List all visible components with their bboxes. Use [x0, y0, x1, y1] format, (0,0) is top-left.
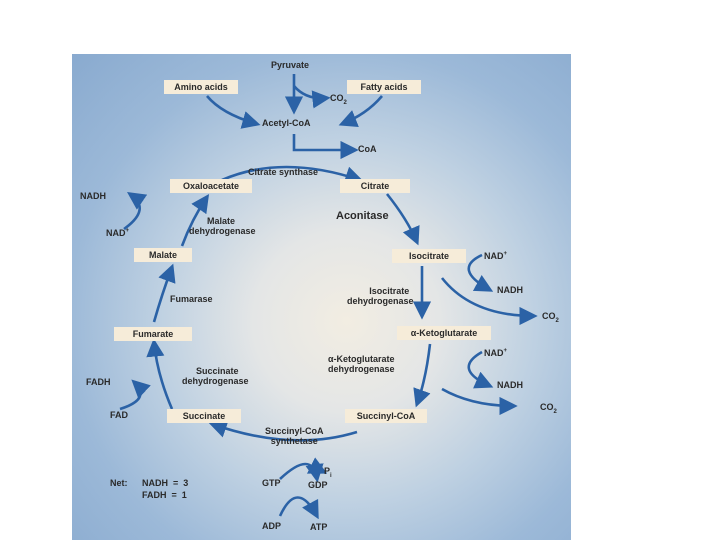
arrow-oxalo-citrate: [221, 165, 364, 185]
nad-plus-label-1: NAD+: [484, 251, 508, 261]
atp-label: ATP: [310, 522, 328, 532]
akg-dehydrogenase-label: α-Ketoglutarate dehydrogenase: [328, 354, 395, 374]
aconitase-label: Aconitase: [336, 210, 389, 222]
succinyl-coa-synthetase-label: Succinyl-CoA synthetase: [265, 426, 324, 446]
malate-dehydrogenase-label: Malate dehydrogenase: [189, 216, 256, 236]
gdp-label: GDP: [308, 480, 328, 490]
arrow-amino-acetyl: [206, 95, 261, 129]
succinyl-coa-box: Succinyl-CoA: [345, 409, 427, 423]
malate-box: Malate: [134, 248, 192, 262]
fumarate-box: Fumarate: [114, 327, 192, 341]
nadh-label-2: NADH: [497, 380, 523, 390]
net-fadh: FADH = 1: [142, 490, 187, 500]
co2-label-1: CO2: [542, 311, 559, 324]
krebs-cycle-figure: Pyruvate Amino acids Fatty acids CO2 Ace…: [72, 54, 571, 540]
succinate-dehydrogenase-label: Succinate dehydrogenase: [182, 366, 249, 386]
gtp-label: GTP: [262, 478, 281, 488]
arrow-citrate-isocitrate: [385, 193, 420, 246]
citrate-synthase-label: Citrate synthase: [248, 167, 319, 177]
fumarase-label: Fumarase: [170, 294, 213, 304]
succinate-box: Succinate: [167, 409, 241, 423]
coa-label: CoA: [358, 144, 377, 154]
arrow-malate-oxalo: [180, 193, 210, 247]
co2-top-label: CO2: [330, 93, 347, 106]
adp-label: ADP: [262, 521, 282, 531]
arrow-co2-2: [441, 387, 518, 416]
isocitrate-box: Isocitrate: [392, 249, 466, 263]
nadh-label-left: NADH: [80, 191, 106, 201]
arrow-succinylcoa-succinate: [208, 420, 358, 442]
arrow-nad-nadh-1: [467, 253, 494, 292]
co2-label-2: CO2: [540, 402, 557, 415]
arrow-akg-succinylcoa: [413, 343, 432, 408]
citrate-box: Citrate: [340, 179, 410, 193]
pathway-arrows: [119, 74, 538, 520]
fatty-acids-box: Fatty acids: [347, 80, 421, 94]
net-label: Net:: [110, 478, 128, 488]
arrow-succinate-fumarate: [146, 338, 174, 410]
arrow-gdp-pi: [306, 457, 328, 474]
arrow-fatty-acetyl: [338, 95, 383, 128]
fadh-label: FADH: [86, 377, 111, 387]
nad-plus-label-2: NAD+: [484, 348, 508, 358]
arrow-nad-nadh-2: [467, 350, 494, 389]
pi-label: Pi: [324, 466, 332, 479]
arrow-pyruvate-co2: [293, 85, 331, 109]
nadh-label-1: NADH: [497, 285, 523, 295]
fad-label: FAD: [110, 410, 128, 420]
isocitrate-dehydrogenase-label: Isocitrate dehydrogenase: [347, 286, 414, 306]
alpha-ketoglutarate-box: α-Ketoglutarate: [397, 326, 491, 340]
arrow-co2-1: [440, 277, 538, 326]
acetyl-coa-label: Acetyl-CoA: [262, 118, 311, 128]
oxaloacetate-box: Oxaloacetate: [170, 179, 252, 193]
arrow-fumarate-malate: [152, 263, 176, 323]
arrow-acetyl-coa: [292, 134, 359, 160]
nad-plus-label-left: NAD+: [106, 228, 130, 238]
amino-acids-box: Amino acids: [164, 80, 238, 94]
pyruvate-label: Pyruvate: [271, 60, 310, 70]
arrow-adp-atp: [278, 496, 319, 520]
arrow-nad-nadh-left: [123, 191, 148, 231]
net-nadh: NADH = 3: [142, 478, 189, 488]
arrow-gtp-gdp: [279, 462, 324, 483]
arrow-fad-fadh: [119, 379, 151, 411]
